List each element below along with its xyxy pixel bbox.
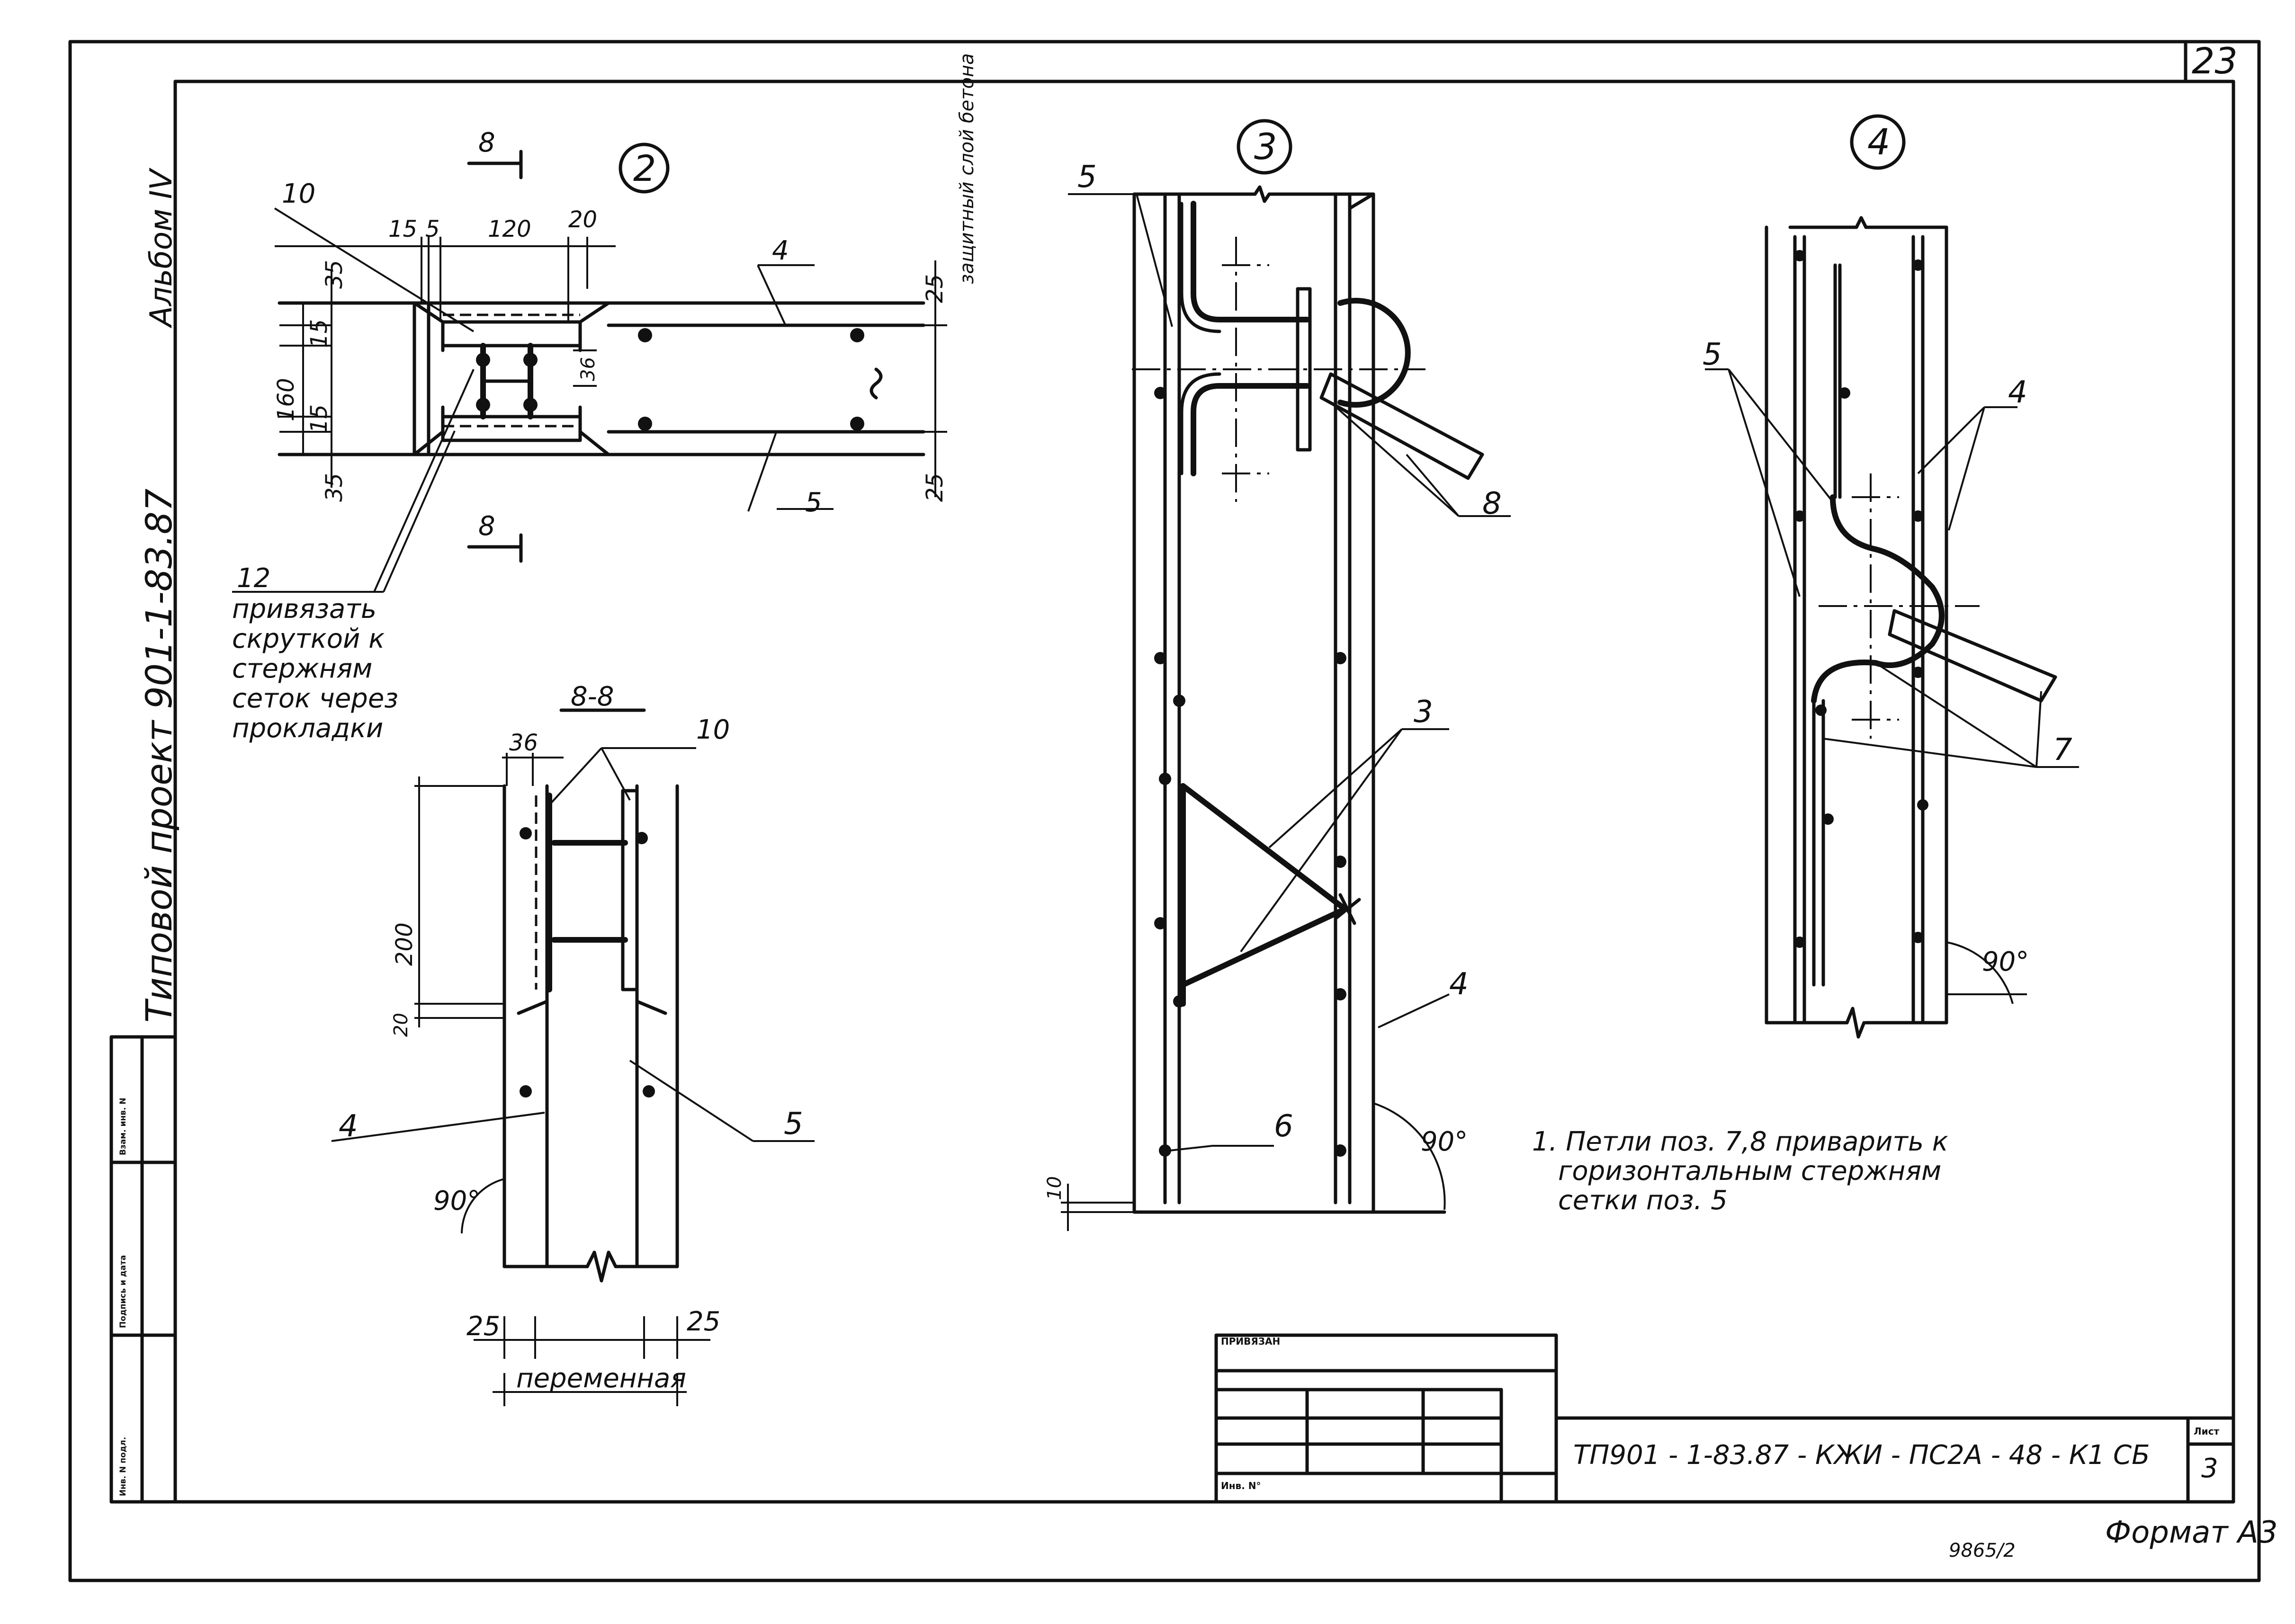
node-3-marker: 3 bbox=[1254, 125, 1277, 168]
dim-25-top: 25 bbox=[922, 274, 948, 303]
node-3-pos-6: 6 bbox=[1274, 1109, 1293, 1144]
section-pos-4: 4 bbox=[339, 1109, 358, 1144]
dim-35-bottom: 35 bbox=[321, 473, 348, 502]
stamp-cell-signature: Подпись и дата bbox=[118, 1255, 128, 1328]
section-dim-200: 200 bbox=[391, 922, 418, 966]
note-line-1: 1. Петли поз. 7,8 приварить к bbox=[1532, 1126, 1948, 1157]
sheet-frames bbox=[68, 40, 2261, 1582]
section-pos-10: 10 bbox=[696, 714, 730, 745]
dim-25-bottom: 25 bbox=[922, 473, 948, 502]
node-2-note-line-3: стержням bbox=[232, 653, 372, 684]
side-stamp bbox=[109, 1035, 177, 1504]
node-2-note-line-5: прокладки bbox=[232, 713, 383, 744]
section-dim-36: 36 bbox=[509, 730, 538, 756]
node-2-pos-4: 4 bbox=[772, 235, 789, 266]
dim-15-upper: 15 bbox=[306, 319, 332, 348]
dim-15: 15 bbox=[388, 216, 417, 242]
dim-20: 20 bbox=[568, 206, 597, 233]
note-line-3: сетки поз. 5 bbox=[1558, 1185, 1728, 1216]
section-8-8-title: 8-8 bbox=[571, 681, 614, 712]
dim-5: 5 bbox=[425, 216, 440, 242]
inventory-label: Инв. N° bbox=[1221, 1480, 1261, 1491]
section-variable-label: переменная bbox=[516, 1363, 686, 1394]
node-2-pos-12: 12 bbox=[237, 563, 270, 594]
dim-15-lower: 15 bbox=[306, 404, 332, 433]
album-label: Альбом IV bbox=[144, 167, 179, 329]
stamp-cell-inventory: Инв. N подл. bbox=[118, 1437, 128, 1496]
node-2-drawing bbox=[232, 143, 947, 593]
dim-160: 160 bbox=[273, 378, 299, 421]
dim-36: 36 bbox=[577, 357, 599, 381]
node-2-pos-5: 5 bbox=[805, 487, 822, 518]
node-3-pos-8: 8 bbox=[1482, 486, 1502, 521]
section-angle: 90° bbox=[433, 1186, 480, 1216]
node-2-marker: 2 bbox=[633, 147, 656, 189]
section-dim-25-left: 25 bbox=[466, 1311, 500, 1342]
section-dim-25-right: 25 bbox=[687, 1306, 720, 1337]
title-block bbox=[1214, 1333, 2235, 1504]
node-2-note-line-1: привязать bbox=[232, 594, 377, 625]
node-4-pos-7: 7 bbox=[2053, 732, 2072, 767]
node-4-marker: 4 bbox=[1867, 121, 1890, 163]
sheet-label: Лист bbox=[2194, 1426, 2219, 1437]
node-2-section-mark-top: 8 bbox=[478, 127, 495, 158]
section-dim-20: 20 bbox=[390, 1013, 412, 1037]
node-2-note-line-2: скруткой к bbox=[232, 624, 385, 654]
section-pos-5: 5 bbox=[784, 1106, 803, 1142]
page-number: 23 bbox=[2192, 40, 2238, 82]
section-8-8-drawing bbox=[331, 708, 815, 1406]
node-3-dim-10: 10 bbox=[1044, 1176, 1066, 1200]
protective-layer-label: защитный слой бетона bbox=[956, 53, 978, 284]
node-3-pos-4: 4 bbox=[1449, 967, 1469, 1002]
node-3-pos-3: 3 bbox=[1414, 695, 1433, 730]
format-label: Формат А3 bbox=[2105, 1515, 2278, 1550]
node-4-drawing bbox=[1705, 114, 2079, 1039]
node-2-note-line-4: сеток через bbox=[232, 683, 398, 714]
node-2-pos-10: 10 bbox=[282, 178, 315, 209]
node-3-pos-5: 5 bbox=[1077, 160, 1097, 195]
node-4-angle: 90° bbox=[1982, 946, 2029, 977]
dim-120: 120 bbox=[488, 216, 531, 242]
dim-35-top: 35 bbox=[321, 260, 348, 289]
node-4-pos-5: 5 bbox=[1703, 337, 1722, 372]
node-2-section-mark-bottom: 8 bbox=[478, 511, 495, 542]
sheet-number: 3 bbox=[2201, 1453, 2218, 1484]
node-3-angle: 90° bbox=[1421, 1126, 1468, 1157]
node-4-pos-4: 4 bbox=[2008, 375, 2027, 410]
bound-label: ПРИВЯЗАН bbox=[1221, 1336, 1280, 1347]
node-3-drawing bbox=[1061, 119, 1511, 1231]
note-line-2: горизонтальным стержням bbox=[1558, 1156, 1941, 1187]
project-label: Типовой проект 901-1-83.87 bbox=[138, 489, 180, 1023]
document-code: ТП901 - 1-83.87 - КЖИ - ПС2А - 48 - К1 С… bbox=[1573, 1440, 2150, 1471]
archive-number: 9865/2 bbox=[1949, 1540, 2016, 1562]
stamp-cell-replace: Взам. инв. N bbox=[118, 1098, 128, 1155]
